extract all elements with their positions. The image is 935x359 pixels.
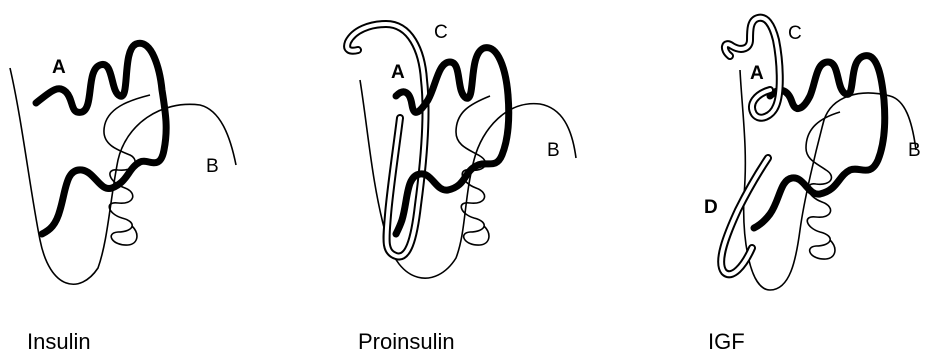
igf-b-chain	[740, 70, 916, 290]
proinsulin-structure	[300, 0, 620, 359]
proinsulin-a-chain	[396, 48, 509, 234]
proinsulin-label-b: B	[547, 141, 560, 160]
proinsulin-label-a: A	[391, 63, 405, 82]
proinsulin-panel: A B C Proinsulin	[300, 0, 620, 359]
proinsulin-c-chain-inner	[347, 24, 425, 257]
insulin-label-b: B	[206, 157, 219, 176]
igf-a-chain	[754, 56, 885, 228]
insulin-panel: A B Insulin	[0, 0, 300, 359]
proinsulin-label-c: C	[434, 23, 448, 42]
insulin-caption: Insulin	[27, 331, 91, 353]
igf-panel: A B C D IGF	[620, 0, 935, 359]
igf-caption: IGF	[708, 331, 745, 353]
igf-label-b: B	[908, 141, 921, 160]
igf-label-a: A	[750, 64, 764, 83]
insulin-label-a: A	[52, 58, 66, 77]
proinsulin-caption: Proinsulin	[358, 331, 455, 353]
insulin-structure	[0, 0, 300, 359]
igf-label-c: C	[788, 24, 802, 43]
igf-label-d: D	[704, 198, 718, 217]
igf-structure	[620, 0, 935, 359]
